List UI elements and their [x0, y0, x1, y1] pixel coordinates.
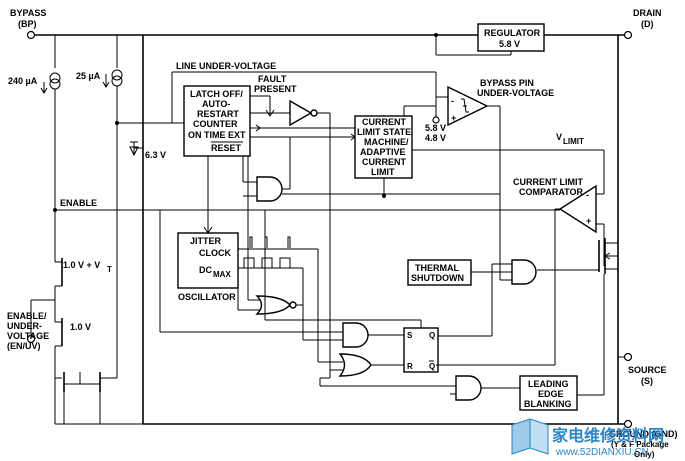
drain-pin-sub: (D) [641, 19, 654, 29]
current-arrow-240 [40, 82, 48, 94]
bypass-uv-comparator [447, 85, 489, 127]
regulator-label: REGULATOR [484, 28, 541, 38]
reference-source [432, 116, 440, 124]
latch-label-6: RESET [211, 143, 242, 153]
clsm-label-2: LIMIT STATE [357, 127, 411, 137]
drain-pin[interactable] [623, 30, 633, 40]
regulator-voltage: 5.8 V [499, 39, 520, 49]
latch-label-3: RESTART [197, 109, 239, 119]
jitter-label: JITTER [190, 236, 222, 246]
ff-r-label: R [407, 362, 413, 371]
vt-label: 1.0 V + V [63, 260, 100, 270]
latch-off-counter-block [183, 85, 251, 157]
leb-label-2: EDGE [538, 389, 564, 399]
bypass-pin-label: BYPASS [10, 8, 46, 18]
clsm-label-4: ADAPTIVE [360, 147, 406, 157]
bypass-uv-comparator-plus: + [451, 113, 456, 123]
ref-48-label: 4.8 V [425, 133, 446, 143]
vt-sub: T [107, 265, 112, 274]
zener-diode [129, 142, 139, 157]
thermal-shutdown-block [407, 259, 472, 286]
dc-label: DC [199, 265, 212, 275]
vlimit-sub: LIMIT [563, 137, 584, 146]
clock-label: CLOCK [199, 248, 231, 258]
ff-q-label: Q [429, 331, 435, 340]
bypass-uv-comparator-minus: - [451, 96, 454, 106]
ref-58-label: 5.8 V [425, 123, 446, 133]
clsm-label-5: CURRENT [362, 157, 407, 167]
current-240-label: 240 µA [8, 76, 38, 86]
vlimit-label: V [556, 132, 562, 142]
dcmax-waveform [243, 257, 291, 269]
leb-and-gate [455, 375, 482, 401]
comparator-minus: - [586, 190, 589, 200]
clsm-label-3: MACHINE/ [364, 137, 409, 147]
thermal-label-2: SHUTDOWN [411, 273, 464, 283]
drain-pin-label: DRAIN [633, 8, 662, 18]
comparator-plus: + [586, 216, 591, 226]
enable-pin[interactable] [26, 334, 36, 344]
jitter-oscillator-block [177, 232, 239, 289]
fault-inverter [289, 99, 313, 127]
source-pin[interactable] [623, 352, 633, 362]
watermark: 家电维修资料网 www.52DIANXIU.CN [511, 418, 664, 458]
ground-pin[interactable] [623, 419, 633, 429]
latch-label-5: ON TIME EXT [188, 130, 246, 140]
clsm-label-6: LIMIT [371, 167, 395, 177]
hysteresis-icon [461, 98, 469, 113]
reset-or-gate [338, 353, 372, 377]
book-logo-icon [511, 418, 531, 455]
ground-pin-sub: (Y & F Package [611, 440, 669, 449]
bypass-pin[interactable] [26, 30, 36, 40]
watermark-cn: 家电维修资料网 [552, 426, 664, 445]
latch-label-2: AUTO- [202, 99, 230, 109]
comparator-label-2: COMPARATOR [519, 187, 583, 197]
clsm-label-1: CURRENT [362, 117, 407, 127]
source-pin-sub: (S) [641, 376, 653, 386]
bypass-pin-sub: (BP) [18, 19, 37, 29]
line-uv-label: LINE UNDER-VOLTAGE [176, 61, 276, 71]
set-and-gate [342, 322, 369, 348]
ff-qbar-label: Q [429, 362, 435, 371]
output-and-gate [511, 259, 537, 285]
enable-pin-label-3: VOLTAGE [7, 331, 49, 341]
current-limit-comparator [558, 184, 597, 234]
latch-label-1: LATCH OFF/ [190, 89, 243, 99]
ff-s-label: S [407, 331, 413, 340]
enable-pin-label: ENABLE/ [7, 311, 47, 321]
zener-label: 6.3 V [145, 150, 166, 160]
leb-label-1: LEADING [528, 379, 569, 389]
thermal-label: THERMAL [415, 263, 459, 273]
clock-waveform [249, 236, 291, 248]
leading-edge-blanking-block [519, 375, 578, 411]
bypass-uv-label: BYPASS PIN [480, 78, 534, 88]
nor-gate [255, 295, 291, 315]
fault-label: FAULT [258, 74, 287, 84]
current-25-label: 25 µA [76, 71, 101, 81]
source-pin-label: SOURCE [628, 365, 667, 375]
latch-label-4: COUNTER [193, 119, 238, 129]
dcmax-sub: MAX [213, 270, 231, 279]
ground-pin-sub2: Only) [634, 450, 655, 459]
on-time-arrow [250, 133, 356, 141]
latch-and-gate [256, 176, 283, 202]
comparator-label: CURRENT LIMIT [513, 177, 583, 187]
ground-pin-label: GROUND (GND) [609, 429, 678, 439]
enable-net-label: ENABLE [60, 198, 97, 208]
bypass-uv-label-2: UNDER-VOLTAGE [477, 88, 554, 98]
leb-label-3: BLANKING [524, 399, 572, 409]
oscillator-label: OSCILLATOR [178, 292, 236, 302]
enable-pin-label-2: UNDER- [7, 321, 42, 331]
current-arrow-25 [102, 74, 110, 88]
watermark-url: www.52DIANXIU.CN [555, 447, 649, 458]
fault-label-2: PRESENT [254, 84, 297, 94]
enable-pin-label-4: (EN/UV) [7, 341, 41, 351]
v1-label: 1.0 V [70, 322, 91, 332]
